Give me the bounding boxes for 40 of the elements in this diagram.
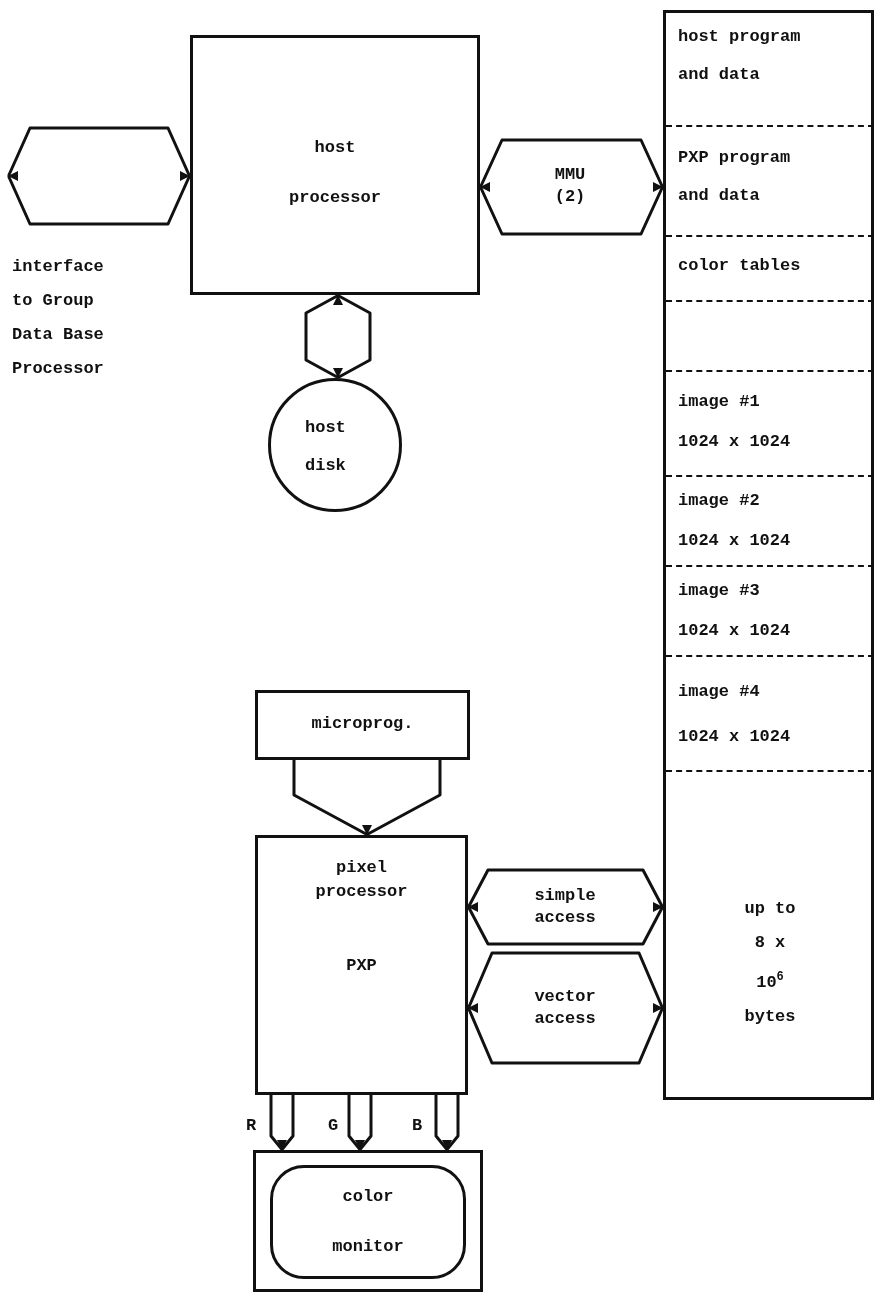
node-text: 1024 x 1024	[678, 726, 792, 748]
block-arrow	[292, 758, 442, 837]
node-text: host disk	[305, 417, 347, 477]
block-arrow	[269, 1093, 295, 1152]
edge-label: MMU (2)	[553, 164, 587, 208]
node-text: 1024 x 1024	[678, 620, 792, 642]
node-text: up to 8 x 10$^{6}$ bytes	[743, 898, 797, 1028]
node-text: image #3	[678, 580, 761, 602]
node-text: PXP	[345, 955, 378, 977]
bus-connector	[478, 138, 665, 236]
edge-label: simple access	[533, 885, 597, 929]
memory-column	[663, 10, 874, 1100]
node-text: image #1	[678, 391, 761, 413]
annotation-text: interface to Group Data Base Processor	[12, 256, 105, 380]
node-text: microprog.	[310, 713, 415, 735]
node-text: 1024 x 1024	[678, 530, 792, 552]
node-text: image #4	[678, 681, 761, 703]
node-text: host processor	[288, 137, 382, 209]
disk-circle	[268, 378, 402, 512]
block-arrow	[434, 1093, 460, 1152]
process-box	[190, 35, 480, 295]
node-text: color tables	[678, 255, 802, 277]
edge-label: R	[244, 1115, 258, 1137]
edge-label: B	[410, 1115, 424, 1137]
edge-label: vector access	[533, 986, 597, 1030]
edge-label: G	[326, 1115, 340, 1137]
monitor-box	[253, 1150, 483, 1292]
process-box	[255, 690, 470, 760]
bus-connector	[304, 293, 372, 380]
process-box	[255, 835, 468, 1095]
bus-connector	[466, 868, 665, 946]
bus-connector	[466, 951, 665, 1065]
node-text: color monitor	[331, 1186, 405, 1258]
node-text: pixel processor	[314, 857, 409, 903]
block-arrow	[347, 1093, 373, 1152]
bus-connector	[6, 126, 192, 226]
node-text: image #2	[678, 490, 761, 512]
node-text: PXP program and data	[678, 147, 792, 207]
node-text: host program and data	[678, 26, 802, 86]
node-text: 1024 x 1024	[678, 431, 792, 453]
